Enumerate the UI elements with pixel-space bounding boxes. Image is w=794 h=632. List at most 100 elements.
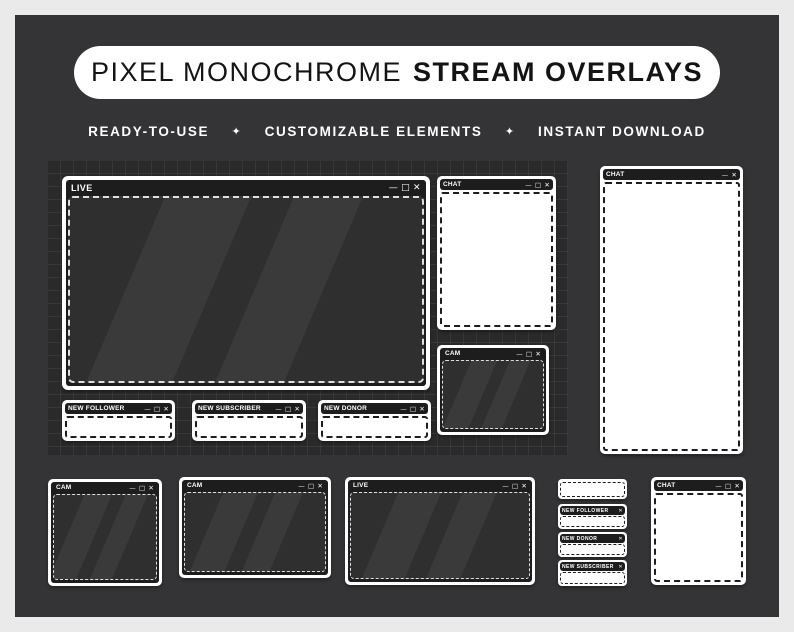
- video-screen: [184, 492, 326, 572]
- window-title: NEW DONOR: [324, 405, 367, 412]
- alert-text-area: [560, 544, 625, 555]
- window-inner: CAM — □ ✕: [51, 482, 159, 583]
- minimize-icon: —: [400, 404, 407, 413]
- window-inner: LIVE — □ ✕: [66, 180, 426, 386]
- banner-title-bold: STREAM OVERLAYS: [412, 57, 704, 87]
- window-titlebar: NEW FOLLOWER ✕: [560, 506, 625, 515]
- chat-window-tall: CHAT — ✕: [600, 166, 743, 454]
- window-title: NEW FOLLOWER: [562, 507, 609, 514]
- window-inner: CAM — □ ✕: [440, 348, 546, 432]
- window-controls: — □ ✕: [389, 183, 421, 193]
- chat-message-area: [603, 182, 740, 451]
- minimize-icon: —: [298, 481, 305, 490]
- window-title: NEW FOLLOWER: [68, 405, 125, 412]
- window-title: CAM: [187, 482, 203, 489]
- video-screen: [68, 196, 424, 383]
- window-title: CAM: [56, 484, 72, 491]
- close-icon: ✕: [618, 563, 623, 570]
- window-title: CHAT: [443, 181, 462, 188]
- window-controls: — □ ✕: [525, 181, 550, 189]
- window-title: LIVE: [71, 182, 93, 193]
- video-screen: [350, 492, 530, 579]
- cam-window-bottom-1: CAM — □ ✕: [48, 479, 162, 586]
- window-controls: ✕: [618, 536, 623, 542]
- maximize-icon: □: [285, 404, 292, 413]
- close-icon: ✕: [734, 481, 740, 490]
- window-controls: — □ ✕: [516, 350, 541, 358]
- close-icon: ✕: [618, 507, 623, 514]
- star-separator-icon: ✦: [504, 125, 516, 138]
- window-titlebar: CHAT — ✕: [603, 169, 740, 180]
- maximize-icon: □: [725, 481, 732, 490]
- window-controls: — ✕: [722, 171, 737, 179]
- close-icon: ✕: [535, 349, 541, 358]
- mini-alert-bar: [558, 479, 627, 499]
- window-inner: [560, 481, 625, 497]
- maximize-icon: □: [410, 404, 417, 413]
- maximize-icon: □: [512, 481, 519, 490]
- close-icon: ✕: [148, 483, 154, 492]
- alert-text-area: [321, 416, 428, 438]
- alert-text-area: [560, 516, 625, 527]
- alert-window-new-subscriber: NEW SUBSCRIBER — □ ✕: [192, 400, 306, 441]
- chat-window-small: CHAT — □ ✕: [437, 176, 556, 330]
- window-titlebar: NEW DONOR — □ ✕: [321, 403, 428, 414]
- window-controls: — □ ✕: [400, 405, 425, 413]
- window-inner: NEW FOLLOWER — □ ✕: [65, 403, 172, 438]
- window-titlebar: NEW DONOR ✕: [560, 534, 625, 543]
- cam-window-small: CAM — □ ✕: [437, 345, 549, 435]
- alert-text-area: [195, 416, 303, 438]
- window-inner: CHAT — ✕: [603, 169, 740, 451]
- window-titlebar: NEW SUBSCRIBER — □ ✕: [195, 403, 303, 414]
- window-title: CHAT: [657, 482, 676, 489]
- features-line: READY-TO-USE ✦ CUSTOMIZABLE ELEMENTS ✦ I…: [15, 124, 779, 139]
- minimize-icon: —: [525, 180, 532, 189]
- close-icon: ✕: [731, 170, 737, 179]
- alert-window-new-follower: NEW FOLLOWER — □ ✕: [62, 400, 175, 441]
- alert-text-area: [65, 416, 172, 438]
- window-inner: NEW DONOR — □ ✕: [321, 403, 428, 438]
- window-inner: CAM — □ ✕: [182, 480, 328, 575]
- minimize-icon: —: [275, 404, 282, 413]
- minimize-icon: —: [715, 481, 722, 490]
- window-titlebar: NEW FOLLOWER — □ ✕: [65, 403, 172, 414]
- alert-text-area: [560, 572, 625, 584]
- window-titlebar: CAM — □ ✕: [53, 482, 157, 493]
- window-titlebar: CHAT — □ ✕: [440, 179, 553, 190]
- minimize-icon: —: [388, 182, 399, 193]
- chat-message-area: [440, 192, 553, 327]
- window-titlebar: CAM — □ ✕: [442, 348, 544, 359]
- maximize-icon: □: [139, 483, 146, 492]
- window-titlebar: NEW SUBSCRIBER ✕: [560, 562, 625, 571]
- maximize-icon: □: [526, 349, 533, 358]
- chat-message-area: [654, 493, 743, 582]
- feature-customizable: CUSTOMIZABLE ELEMENTS: [264, 124, 483, 139]
- title-banner: PIXEL MONOCHROME STREAM OVERLAYS: [74, 46, 720, 99]
- window-controls: — □ ✕: [298, 482, 323, 490]
- window-inner: NEW SUBSCRIBER — □ ✕: [195, 403, 303, 438]
- mini-alert-new-follower: NEW FOLLOWER ✕: [558, 504, 627, 529]
- window-titlebar: LIVE — □ ✕: [68, 180, 424, 195]
- minimize-icon: —: [721, 170, 729, 179]
- window-title: CHAT: [606, 171, 625, 178]
- close-icon: ✕: [317, 481, 323, 490]
- window-controls: — □ ✕: [275, 405, 300, 413]
- window-inner: CHAT — □ ✕: [440, 179, 553, 327]
- window-inner: LIVE — □ ✕: [348, 480, 532, 582]
- minimize-icon: —: [144, 404, 151, 413]
- video-screen: [442, 360, 544, 429]
- window-controls: — □ ✕: [502, 482, 527, 490]
- alert-window-new-donor: NEW DONOR — □ ✕: [318, 400, 431, 441]
- alert-text-area: [560, 482, 625, 497]
- window-inner: CHAT — □ ✕: [654, 480, 743, 582]
- star-separator-icon: ✦: [231, 125, 243, 138]
- feature-ready-to-use: READY-TO-USE: [88, 124, 210, 139]
- window-title: CAM: [445, 350, 461, 357]
- maximize-icon: □: [154, 404, 161, 413]
- window-title: LIVE: [353, 482, 369, 489]
- minimize-icon: —: [129, 483, 136, 492]
- window-inner: NEW FOLLOWER ✕: [560, 506, 625, 527]
- window-controls: ✕: [618, 508, 623, 514]
- window-title: NEW SUBSCRIBER: [562, 563, 614, 570]
- close-icon: ✕: [521, 481, 527, 490]
